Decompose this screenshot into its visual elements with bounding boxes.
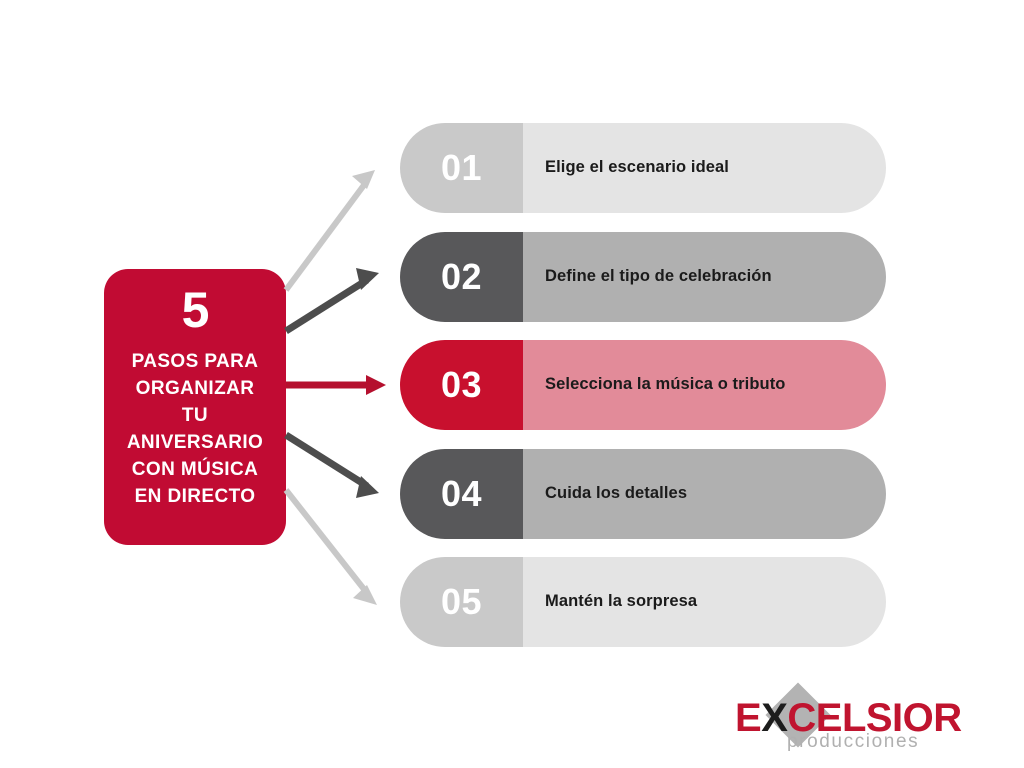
step-row[interactable]: 05 Mantén la sorpresa	[400, 557, 886, 647]
step-label: Selecciona la música o tributo	[545, 375, 786, 394]
logo-brand-x: X	[761, 696, 788, 740]
step-number: 03	[440, 364, 483, 405]
step-text-block: Elige el escenario ideal	[523, 123, 886, 213]
logo-brand-suffix: CELSIOR	[787, 696, 962, 740]
step-row[interactable]: 02 Define el tipo de celebración	[400, 231, 886, 322]
step-text-block: Cuida los detalles	[523, 448, 886, 539]
step-number: 01	[440, 147, 483, 188]
arrow-to-step-03	[286, 375, 386, 395]
step-number-block: 02	[400, 231, 523, 322]
step-text-block: Mantén la sorpresa	[523, 557, 886, 647]
step-label: Mantén la sorpresa	[545, 592, 698, 611]
step-number: 04	[440, 472, 483, 514]
arrow-to-step-02	[284, 268, 379, 334]
step-text-block: Define el tipo de celebración	[523, 231, 886, 322]
step-number-block: 04	[400, 448, 523, 539]
step-label: Cuida los detalles	[545, 483, 688, 502]
step-row[interactable]: 01 Elige el escenario ideal	[400, 123, 886, 213]
step-number-block: 05	[400, 557, 523, 647]
step-number: 05	[440, 581, 483, 622]
arrow-to-step-04	[284, 432, 379, 498]
step-row[interactable]: 03 Selecciona la música o tributo	[400, 340, 886, 430]
hero-badge: 5 PASOS PARA ORGANIZAR TU ANIVERSARIO CO…	[104, 269, 286, 545]
step-text-block: Selecciona la música o tributo	[523, 340, 886, 430]
step-number: 02	[440, 255, 483, 297]
arrow-to-step-05	[283, 488, 377, 605]
hero-subtitle: PASOS PARA ORGANIZAR TU ANIVERSARIO CON …	[126, 351, 264, 507]
step-label: Elige el escenario ideal	[545, 158, 729, 177]
step-number-block: 03	[400, 340, 523, 430]
company-logo: EXCELSIOR producciones	[735, 682, 1017, 754]
logo-brand-prefix: E	[735, 696, 762, 740]
logo-tagline: producciones	[787, 731, 920, 752]
step-label: Define el tipo de celebración	[545, 266, 772, 285]
arrow-to-step-01	[283, 170, 375, 292]
hero-number: 5	[181, 282, 210, 338]
step-row[interactable]: 04 Cuida los detalles	[400, 448, 886, 539]
step-number-block: 01	[400, 123, 523, 213]
logo-wordmark: EXCELSIOR	[735, 698, 1017, 738]
